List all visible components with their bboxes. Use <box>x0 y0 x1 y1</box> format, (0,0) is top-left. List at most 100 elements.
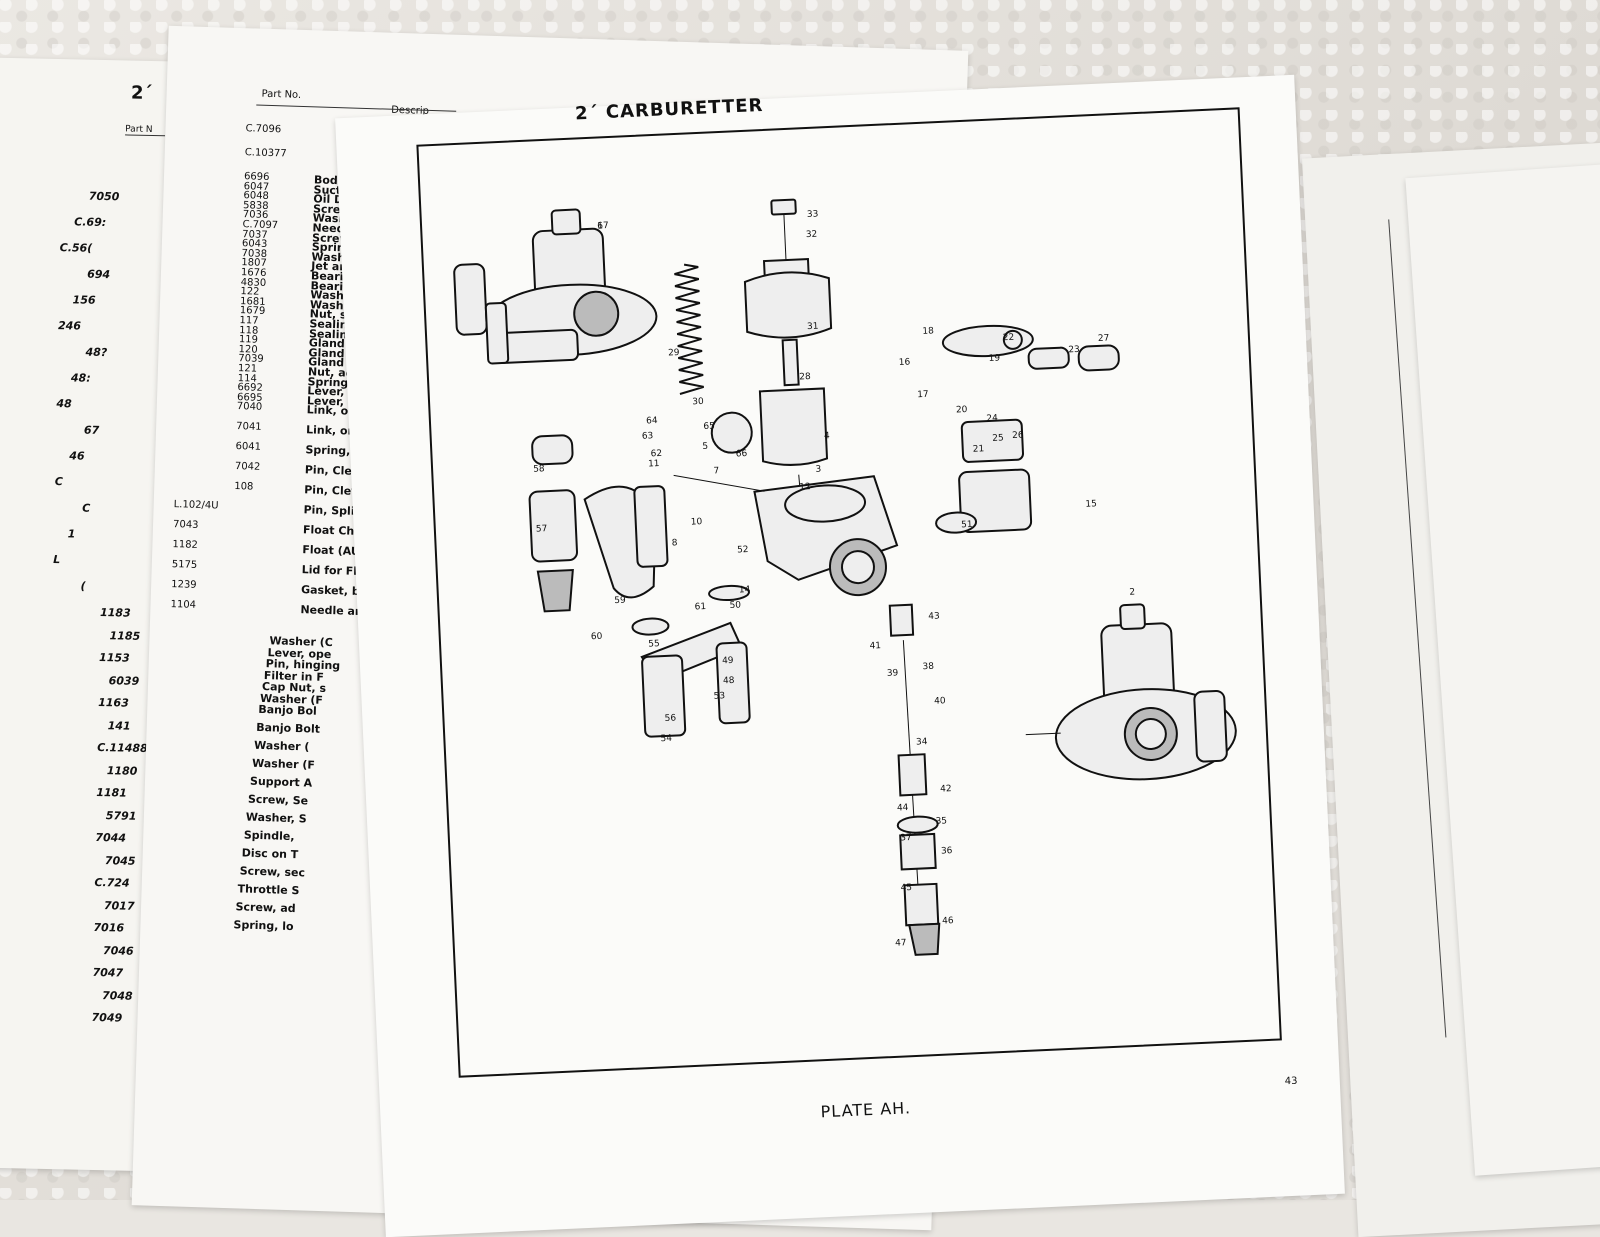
back-sheet-part-number: 7045 <box>104 853 136 868</box>
parts-list-description: Spindle, <box>243 828 295 844</box>
callout-label: 62 <box>650 449 662 460</box>
callout-label: 31 <box>807 322 819 333</box>
parts-list-description: Support A <box>249 775 313 790</box>
back-sheet-part-number: C <box>82 501 91 515</box>
back-sheet-part-number: 48: <box>70 371 91 385</box>
parts-list-description: Washer (F <box>251 757 316 773</box>
callout-label: 54 <box>660 734 672 745</box>
callout-label: 44 <box>897 803 909 814</box>
callout-label: 11 <box>648 459 660 470</box>
parts-list-part-number: 1239 <box>170 579 197 592</box>
callout-label: 35 <box>935 816 947 827</box>
jet-assembly-stack <box>888 603 941 956</box>
callout-label: 18 <box>922 326 934 337</box>
callout-label: 1 <box>597 221 603 231</box>
callout-label: 56 <box>664 713 676 724</box>
parts-list-part-number: 1182 <box>172 539 199 552</box>
parts-list-description: Screw, ad <box>235 900 296 916</box>
parts-list-description: Screw, sec <box>239 864 306 880</box>
callout-label: 49 <box>722 656 734 667</box>
float-chamber-57 <box>528 434 669 613</box>
callout-label: 45 <box>900 883 912 894</box>
parts-list-description: Washer ( <box>253 739 310 754</box>
back-sheet-part-number: C.724 <box>94 875 130 890</box>
back-sheet-part-number: C.56( <box>59 241 93 255</box>
carburetter-body-12 <box>673 411 899 597</box>
suction-chamber-31 <box>743 198 833 525</box>
callout-label: 12 <box>799 482 811 493</box>
callout-label: 52 <box>737 545 749 556</box>
plate-caption: PLATE AH. <box>820 1098 912 1122</box>
callout-label: 4 <box>824 431 830 441</box>
back-sheet-part-number: 7048 <box>101 988 133 1003</box>
parts-list-description: Washer, S <box>245 810 307 826</box>
callout-label: 34 <box>916 737 928 748</box>
callout-label: 60 <box>591 632 603 643</box>
back-sheet-part-number: ( <box>80 579 86 593</box>
callout-label: 2 <box>1129 588 1135 598</box>
back-sheet-part-number: 1183 <box>99 606 131 620</box>
back-sheet-part-number: 7049 <box>91 1010 123 1025</box>
callout-label: 8 <box>671 538 677 548</box>
callout-label: 15 <box>1085 499 1097 510</box>
callout-label: 28 <box>799 372 811 383</box>
spring-29 <box>674 263 704 395</box>
callout-label: 65 <box>703 421 715 432</box>
back-sheet-part-number: 7047 <box>92 965 124 980</box>
parts-list-part-number: 7041 <box>235 421 262 434</box>
back-sheet-part-number: 1180 <box>106 763 138 778</box>
parts-list-description: Spring, lo <box>233 918 294 934</box>
parts-list-description: Throttle S <box>237 882 300 898</box>
back-sheet-part-number: 1153 <box>98 651 130 665</box>
parts-list-part-number: 1104 <box>170 599 197 612</box>
back-sheet-part-number: 246 <box>57 319 82 333</box>
callout-label: 22 <box>1003 333 1015 344</box>
callout-label: 66 <box>736 449 748 460</box>
callout-label: 37 <box>900 833 912 844</box>
callout-label: 42 <box>940 784 952 795</box>
back-sheet-part-number: 1 <box>67 527 76 541</box>
carburetter-assembly-2 <box>1025 603 1237 781</box>
callout-label: 19 <box>988 353 1000 364</box>
back-sheet-part-number: 7046 <box>102 943 134 958</box>
callout-label: 30 <box>692 397 704 408</box>
callout-label: 14 <box>739 585 751 596</box>
callout-label: 39 <box>887 668 899 679</box>
callout-label: 46 <box>942 916 954 927</box>
front-diagram-sheet: 2´ CARBURETTER <box>335 74 1345 1237</box>
carburetter-assembly-1 <box>453 208 658 365</box>
callout-label: 61 <box>694 602 706 613</box>
exploded-carburetter-diagram: 1234578101112141516171819202122232425262… <box>453 198 1237 956</box>
back-sheet-part-number: 141 <box>107 718 131 733</box>
parts-list-part-number: 7042 <box>234 461 261 474</box>
parts-list-description: Disc on T <box>241 846 299 862</box>
callout-label: 48 <box>723 676 735 687</box>
callout-label: 7 <box>713 466 719 476</box>
back-sheet-part-number: C <box>54 475 64 489</box>
back-sheet-part-number: 694 <box>87 267 111 282</box>
callout-label: 47 <box>895 938 907 949</box>
back-sheet-column-header: Part N <box>125 124 166 137</box>
parts-list-part-number: C.7096 <box>245 123 282 136</box>
callout-label: 53 <box>713 691 725 702</box>
parts-list-part-number: C.10377 <box>244 147 287 160</box>
parts-list-part-number: 7040 <box>236 401 263 414</box>
back-sheet-part-number: 1181 <box>96 785 128 800</box>
callout-label: 57 <box>536 524 548 535</box>
callout-label: 63 <box>642 431 654 442</box>
linkage-lever-53 <box>631 584 751 738</box>
callout-label: 24 <box>986 414 998 425</box>
parts-list-part-number: 7043 <box>172 519 199 532</box>
back-sheet-part-number: 6039 <box>108 673 140 688</box>
callout-label: 21 <box>973 444 985 455</box>
parts-list-part-number: 6041 <box>235 441 262 454</box>
back-sheet-part-number: C.11488 <box>97 740 148 756</box>
page-number: 43 <box>1284 1075 1298 1088</box>
parts-list-description: Banjo Bolt <box>256 721 321 737</box>
back-sheet-part-number: 46 <box>69 449 85 463</box>
back-sheet-part-number: 7050 <box>88 189 120 204</box>
callout-label: 40 <box>934 696 946 707</box>
back-sheet-part-number: 7044 <box>95 830 127 845</box>
